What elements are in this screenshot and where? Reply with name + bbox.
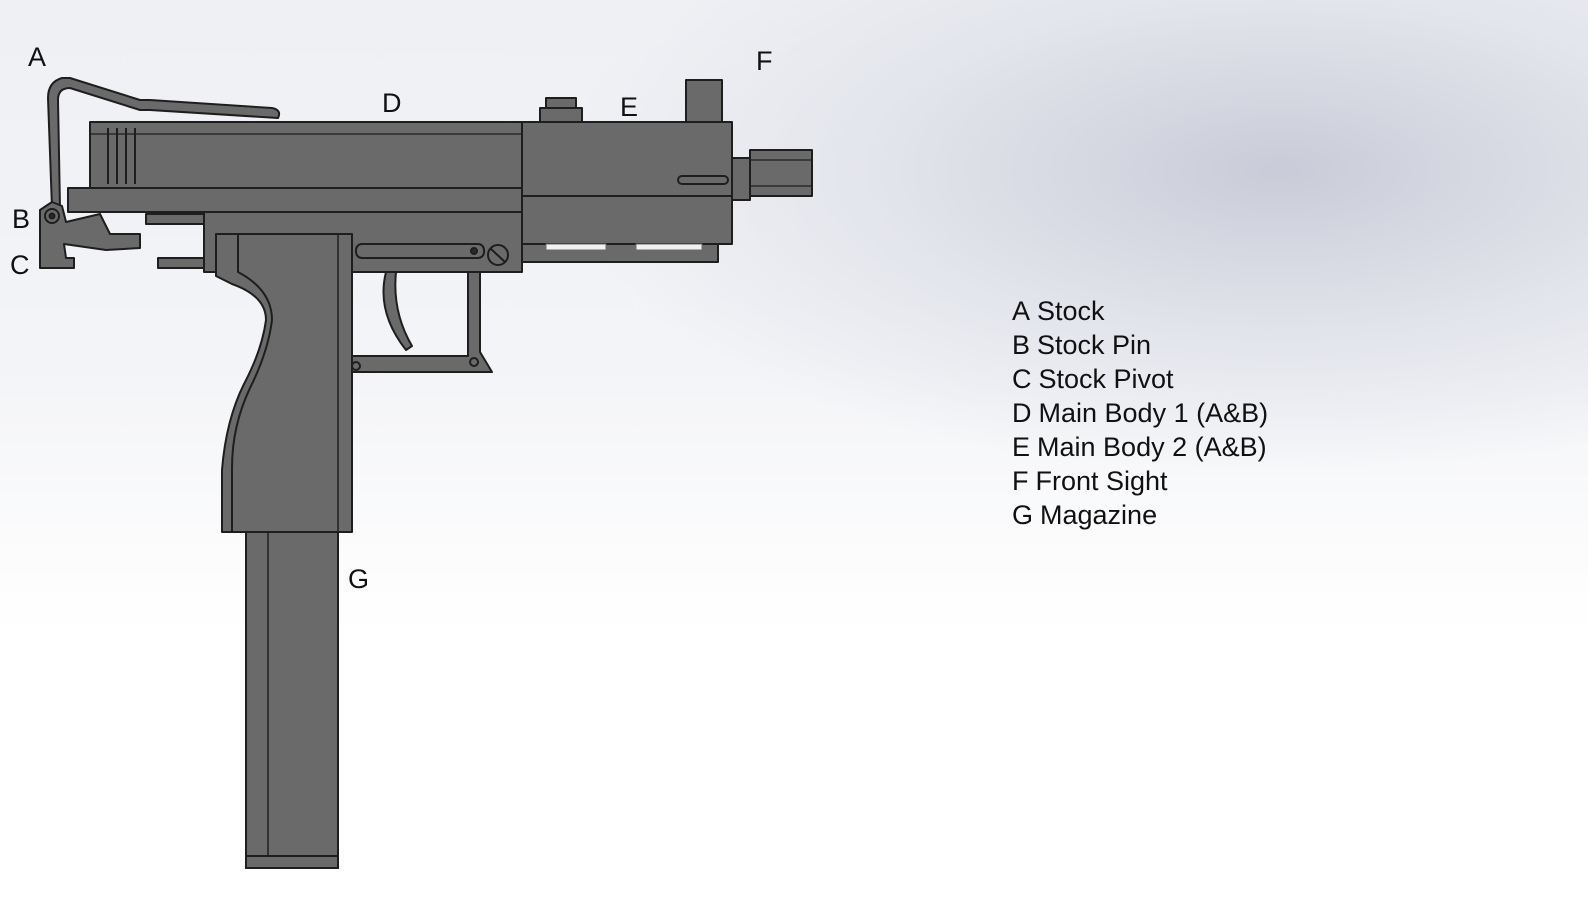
trigger-assembly	[351, 271, 493, 373]
legend-text: Main Body 1 (A&B)	[1038, 398, 1269, 428]
main-body-1	[67, 121, 523, 273]
magazine	[245, 531, 339, 869]
stock-pivot-block	[39, 201, 205, 269]
legend-letter: B	[1012, 330, 1031, 360]
barrel-muzzle	[731, 149, 813, 201]
callout-g: G	[348, 564, 370, 594]
main-body-2	[521, 97, 733, 263]
legend-letter: D	[1012, 398, 1032, 428]
callout-d: D	[382, 88, 402, 118]
legend-text: Stock Pin	[1037, 330, 1152, 360]
legend-letter: C	[1012, 364, 1032, 394]
legend-text: Front Sight	[1035, 466, 1168, 496]
legend-letter: E	[1012, 432, 1031, 462]
legend-letter: A	[1012, 296, 1031, 326]
legend-letter: F	[1012, 466, 1029, 496]
stock-part	[47, 77, 281, 209]
pistol-grip	[215, 233, 353, 533]
callout-a: A	[28, 42, 47, 72]
grip-contour	[231, 234, 273, 532]
legend-text: Main Body 2 (A&B)	[1037, 432, 1267, 462]
stock-pin-hole	[48, 212, 56, 220]
callout-e: E	[620, 92, 639, 122]
legend-letter: G	[1012, 500, 1034, 530]
legend-text: Magazine	[1040, 500, 1158, 530]
callout-c: C	[10, 250, 30, 280]
legend-text: Stock	[1037, 296, 1105, 326]
callout-f: F	[756, 46, 773, 76]
legend-text: Stock Pivot	[1038, 364, 1174, 394]
callout-b: B	[12, 204, 31, 234]
front-sight	[685, 79, 723, 123]
